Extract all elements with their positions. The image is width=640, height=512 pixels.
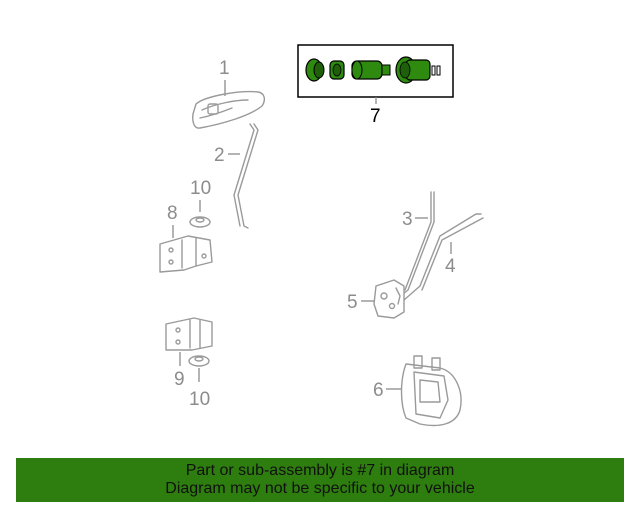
part-4-release-rod[interactable]: 4 [403,213,484,301]
info-banner: Part or sub-assembly is #7 in diagram Di… [16,458,624,502]
part-2-rod[interactable]: 2 [214,123,259,229]
part-6-inside-handle[interactable]: 6 [373,355,462,427]
part-7-lock-cylinder-set[interactable]: 7 [297,44,454,127]
callout-6: 6 [373,380,384,401]
callout-8: 8 [167,203,178,224]
callout-10-upper: 10 [190,178,211,199]
banner-line-1: Part or sub-assembly is #7 in diagram [185,462,455,479]
part-7-components [305,56,441,84]
callout-7: 7 [370,106,381,127]
part-3-lock-rod[interactable]: 3 [397,191,435,299]
banner-line-2: Diagram may not be specific to your vehi… [165,480,475,497]
callout-10-lower: 10 [189,389,210,410]
part-8-upper-hinge[interactable]: 8 [159,203,213,273]
callout-4: 4 [445,256,456,277]
part-10-lower-bushing[interactable]: 10 [188,355,210,410]
callout-9: 9 [174,369,185,390]
callout-1: 1 [219,58,230,79]
callout-5: 5 [347,292,358,313]
part-9-lower-hinge[interactable]: 9 [165,317,213,390]
callout-2: 2 [214,145,225,166]
callout-3: 3 [402,209,413,230]
part-5-latch[interactable]: 5 [347,279,405,319]
part-1-outside-handle[interactable]: 1 [192,58,266,129]
part-10-upper-bushing[interactable]: 10 [189,178,211,228]
